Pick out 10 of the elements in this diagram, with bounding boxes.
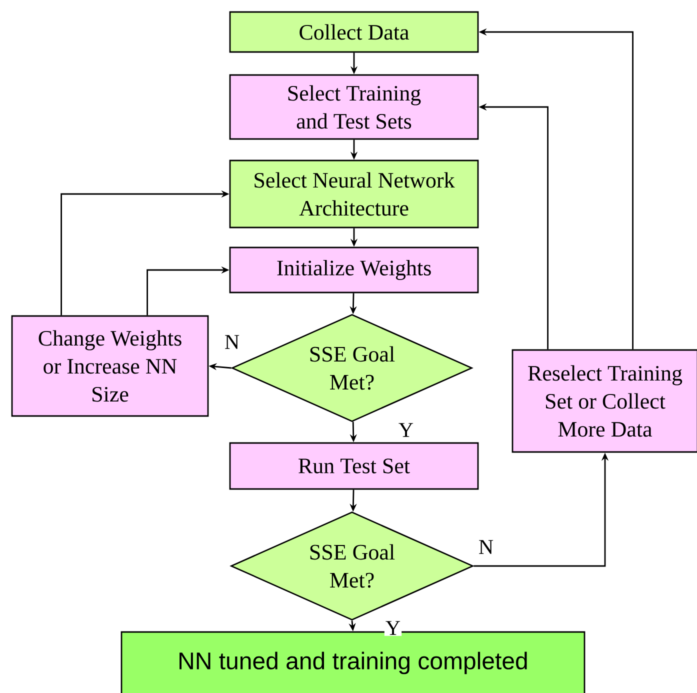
process-box: Reselect Training Set or Collect More Data xyxy=(512,349,697,453)
edge-label: Y xyxy=(384,620,402,636)
process-box: Select Training and Test Sets xyxy=(229,74,479,140)
process-box: Run Test Set xyxy=(229,442,479,490)
process-box: Select Neural Network Architecture xyxy=(229,160,479,228)
process-box: Change Weights or Increase NN Size xyxy=(11,315,209,417)
process-box: Collect Data xyxy=(229,11,479,53)
process-box: Initialize Weights xyxy=(229,246,479,294)
edge-label: N xyxy=(477,539,495,555)
edge-label: Y xyxy=(397,422,415,438)
